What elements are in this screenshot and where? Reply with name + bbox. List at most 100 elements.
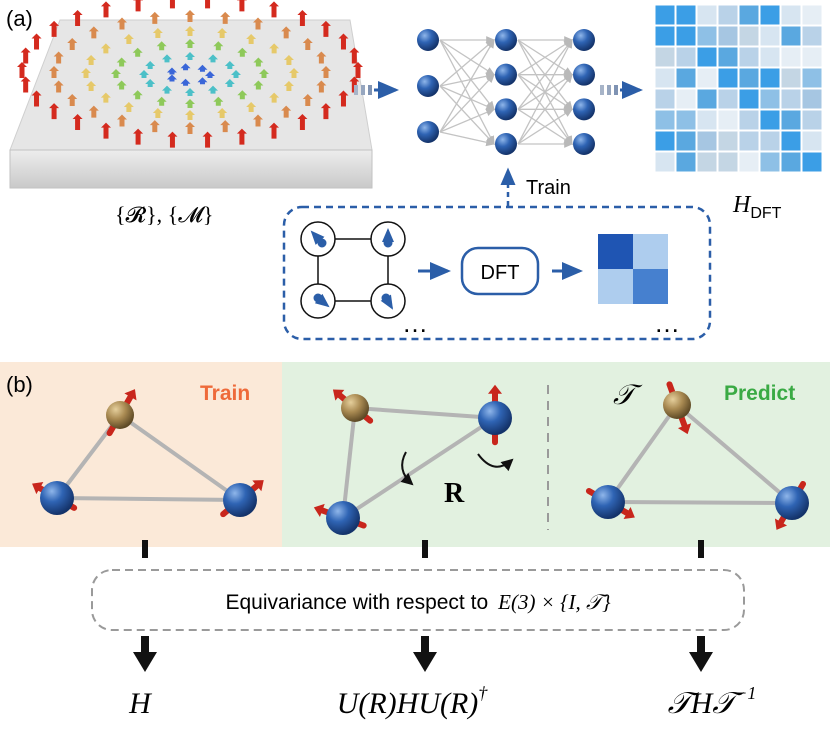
- matrix-cell: [738, 25, 760, 47]
- spin-arrow: [123, 34, 134, 45]
- matrix-cell: [696, 25, 718, 47]
- spin-arrow: [185, 99, 195, 108]
- spin-arrow: [117, 17, 127, 30]
- matrix-cell: [696, 151, 718, 173]
- h-dft-label: HDFT: [732, 192, 782, 222]
- spin-arrow: [208, 54, 218, 63]
- train-title: Train: [200, 382, 250, 405]
- spin-arrow: [185, 88, 195, 96]
- dft-box: [460, 246, 540, 296]
- spin-arrow: [283, 80, 294, 91]
- network-edge: [439, 131, 496, 147]
- spin-arrow: [236, 0, 247, 12]
- spin-arrow: [197, 64, 208, 72]
- panel-a-label: (a): [6, 6, 33, 31]
- spin-vector-head: [124, 389, 137, 401]
- spin-arrow: [224, 79, 235, 87]
- ellipsis-right: …: [654, 308, 680, 338]
- spin-arrow: [253, 80, 264, 90]
- matrix-cell: [801, 67, 823, 89]
- spin-arrow: [20, 47, 31, 64]
- blue-atom: [591, 485, 625, 519]
- network-node: [573, 29, 595, 51]
- network-node: [573, 63, 595, 86]
- spin-arrow: [213, 41, 224, 51]
- spin-arrow: [88, 26, 99, 39]
- matrix-cell: [801, 4, 823, 26]
- matrix-cell: [738, 109, 760, 131]
- spin-arrow: [185, 10, 195, 22]
- network-edge: [439, 39, 495, 87]
- output-rotated-hamiltonian: U(R)HU(R)†: [337, 683, 489, 720]
- spin-arrow: [321, 66, 331, 78]
- connector-left: [142, 540, 148, 558]
- bond: [607, 500, 793, 505]
- matrix-cell: [759, 130, 781, 152]
- panel-b-label: (b): [6, 372, 33, 397]
- spin-arrow: [156, 41, 167, 51]
- spin-arrow: [132, 47, 143, 57]
- network-edge: [517, 73, 573, 145]
- equivariance-box: [91, 569, 745, 631]
- network-edge: [439, 85, 495, 145]
- spin-arrow: [185, 39, 195, 48]
- blue-atom: [775, 486, 809, 520]
- output-hamiltonian: H: [128, 687, 153, 720]
- network-node: [417, 75, 439, 97]
- spin-arrow: [302, 38, 313, 50]
- small-hamiltonian-matrix: [598, 234, 668, 304]
- spin-arrow: [31, 90, 42, 107]
- spin-arrow: [246, 101, 257, 112]
- spin-arrow: [220, 120, 231, 133]
- matrix-cell: [759, 151, 781, 173]
- matrix-cell: [654, 130, 676, 152]
- bond: [606, 403, 679, 504]
- spin-arrow: [320, 103, 331, 120]
- matrix-cell: [654, 67, 676, 89]
- spin-arrow: [269, 122, 279, 139]
- matrix-cell: [780, 67, 802, 89]
- network-edge: [517, 38, 573, 145]
- spin-arrow: [224, 61, 235, 69]
- spin-arrow: [133, 0, 144, 12]
- spin-arrow: [152, 28, 163, 39]
- spin-arrow: [253, 57, 264, 67]
- spin-arrow: [202, 131, 213, 148]
- spin-vector-head: [313, 503, 325, 518]
- spin-arrow: [205, 0, 211, 9]
- spin-vector-head: [488, 384, 502, 394]
- matrix-cell: [717, 151, 739, 173]
- spin-arrow: [86, 80, 97, 91]
- network-node: [417, 121, 439, 143]
- network-node: [495, 63, 517, 86]
- spin-arrow: [297, 9, 308, 26]
- matrix-cell: [675, 4, 697, 26]
- matrix-cell: [717, 46, 739, 68]
- network-edge: [439, 39, 495, 111]
- rotation-symbol: R: [444, 478, 465, 509]
- spin-square-cluster: [300, 221, 406, 319]
- matrix-cell: [675, 88, 697, 110]
- dft-box-label: DFT: [481, 262, 520, 284]
- spin-arrow: [17, 62, 27, 78]
- connector-middle: [422, 540, 428, 558]
- network-node: [495, 29, 517, 51]
- network-edge: [517, 108, 574, 145]
- matrix-cell: [780, 151, 802, 173]
- network-edge: [439, 73, 495, 133]
- spin-arrow: [162, 85, 172, 94]
- spin-arrow: [116, 57, 127, 67]
- matrix-cell: [738, 4, 760, 26]
- spin-arrow: [208, 85, 218, 94]
- spin-arrow: [152, 107, 163, 118]
- spin-vector-head: [252, 480, 264, 492]
- spin-arrow: [149, 11, 160, 24]
- spin-arrow: [49, 66, 59, 78]
- spin-arrow: [231, 70, 241, 78]
- spin-arrow: [67, 38, 78, 50]
- matrix-cell: [759, 4, 781, 26]
- network-edge: [439, 108, 496, 133]
- bond: [354, 406, 496, 420]
- network-edge: [439, 38, 495, 133]
